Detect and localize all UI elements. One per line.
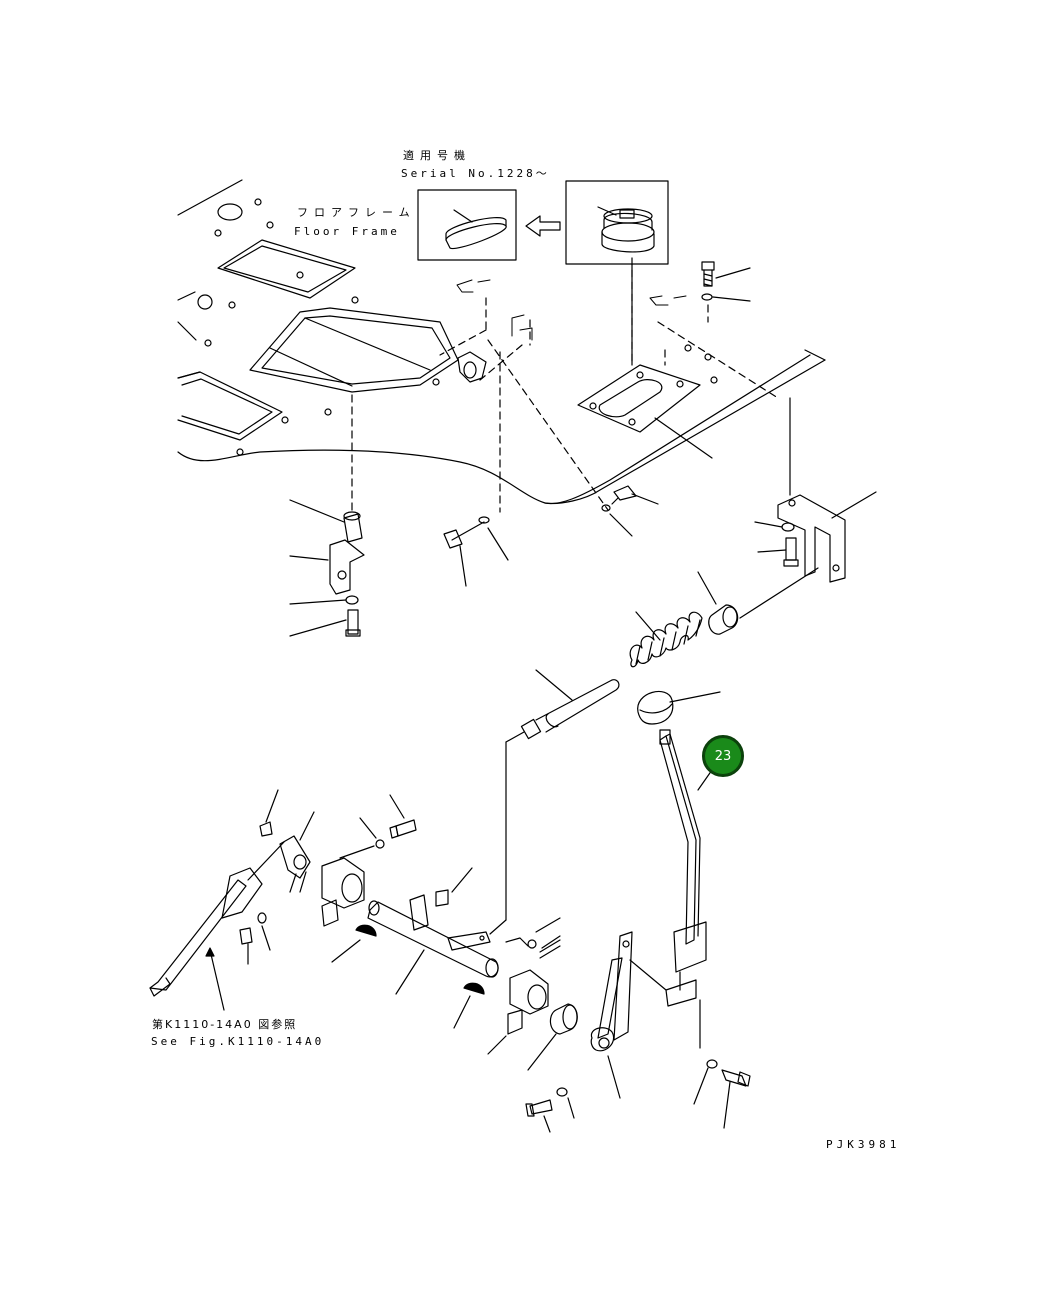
spring: [629, 611, 703, 668]
control-cable: [149, 841, 285, 1011]
inset-after: [417, 189, 517, 261]
serial-label-jp: 適用号機: [403, 149, 471, 162]
cross-shaft: [367, 894, 499, 995]
inset-before: [565, 180, 669, 265]
direction-arrow: [525, 215, 561, 237]
shift-lever: [659, 729, 713, 1007]
bracket-marks: [456, 279, 687, 341]
link-rod: [489, 917, 561, 959]
bearing-block-left: [321, 845, 375, 927]
stack-middle: [443, 485, 659, 587]
floor-frame: [177, 179, 826, 505]
serial-label-en: Serial No.1228～: [401, 167, 550, 180]
lever-knob: [637, 690, 721, 725]
bearing-block-right: [487, 969, 549, 1055]
part-callout-23[interactable]: 23: [702, 735, 744, 777]
bolt-upper-right: [701, 261, 751, 302]
collar-nut: [697, 571, 739, 635]
lever-cover-plate: [577, 364, 701, 433]
lever-plate-lower: [613, 931, 701, 1049]
floor-frame-label-en: Floor Frame: [294, 225, 400, 238]
bushing: [527, 1003, 578, 1071]
drawing-code: PJK3981: [826, 1138, 901, 1151]
woodruff-keys: [331, 924, 485, 1029]
pivot-arm: [590, 957, 623, 1099]
left-fasteners: [359, 794, 473, 907]
floor-frame-label-jp: フロアフレーム: [297, 206, 416, 219]
lower-fasteners: [525, 1059, 751, 1133]
shift-rod: [505, 669, 620, 921]
pivot-lever-left: [259, 789, 315, 893]
support-bracket: [754, 397, 877, 583]
stack-left: [289, 499, 365, 637]
reference-label-jp: 第K1110-14A0 図参照: [152, 1018, 298, 1031]
reference-label-en: See Fig.K1110-14A0: [151, 1035, 325, 1048]
